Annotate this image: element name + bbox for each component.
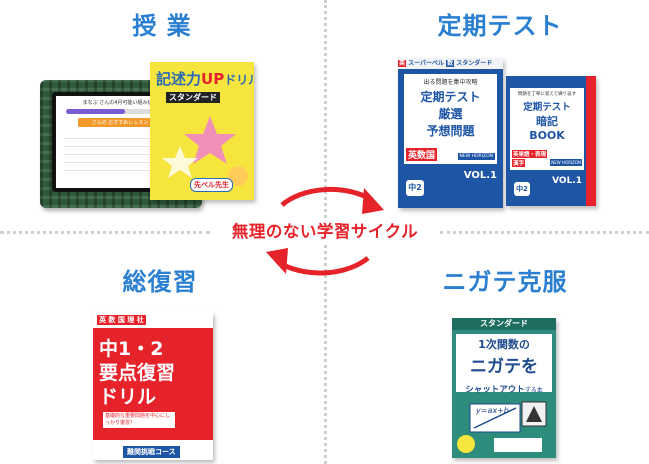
review-blurb: 基礎的な重要問題を中心にしっかり復習！ [103,412,175,428]
book2-title-3: BOOK [529,129,565,142]
book2-vol: VOL.1 [552,176,582,186]
book1-title-3: 予想問題 [426,124,475,138]
progress-bar [66,109,174,114]
test-book-yosou: 英 スーパーベル 数 スタンダード 出る問題を集中攻略 定期テスト 厳選 予想問… [398,58,503,208]
tablet-subheading: さんの おすすめレッスン [78,118,162,127]
book2-subjects-2: 漢字 [512,159,526,167]
section-title-weak: ニガテ克服 [442,268,568,296]
book1-edition: NEW HORIZON [457,153,495,160]
book2-title-2: 暗記 [536,115,558,128]
section-title-lesson: 授 業 [132,12,192,40]
drill-title-part2: UP [201,70,225,88]
horizontal-divider-right [440,231,649,234]
review-title-2: 要点復習 [99,362,176,384]
review-cover-block: 中1・2 要点復習 ドリル 基礎的な重要問題を中心にしっかり復習！ [93,328,213,440]
weak-title-2: ニガテを [470,357,538,377]
book2-subjects-1: 英単語・表現 [512,150,548,158]
book1-tagline: 出る問題を集中攻略 [423,79,478,86]
review-title-3: ドリル [99,386,157,408]
review-title-1: 中1・2 [99,338,164,360]
book1-panel: 出る問題を集中攻略 定期テスト 厳選 予想問題 英数国 NEW HORIZON [404,74,497,164]
drill-brand: スタンダード [166,92,220,103]
book2-tagline: 問題を丁寧に覚えて繰り返す [517,92,577,97]
book1-title-2: 厳選 [438,107,463,121]
weak-illustration [457,401,547,453]
drill-title-part3: ドリル [224,73,254,87]
section-title-test: 定期テスト [437,12,563,40]
book2-panel: 問題を丁寧に覚えて繰り返す 定期テスト 暗記 BOOK 英単語・表現 漢字 NE… [510,88,584,170]
weak-title-1: 1次関数の [478,338,530,351]
test-book-anki: 問題を丁寧に覚えて繰り返す 定期テスト 暗記 BOOK 英単語・表現 漢字 NE… [506,76,596,206]
weak-book: スタンダード 1次関数の ニガテを シャットアウトする本 y=ax+b [452,318,556,458]
weak-title-block: 1次関数の ニガテを シャットアウトする本 [456,334,552,395]
horizontal-divider-left [0,231,210,234]
drill-title-part1: 記述力 [156,70,202,88]
drill-badge: 先ベル先生 [190,178,233,192]
book1-subjects: 英数国 [406,148,438,161]
review-book: 英 数 国 理 社 中1・2 要点復習 ドリル 基礎的な重要問題を中心にしっかり… [93,312,213,460]
weak-title-4: する本 [524,387,543,394]
tablet-heading: まなぶ さんの4月可能い組み状況 [82,100,158,106]
weak-title-3: シャットアウト [465,385,525,395]
review-footer: 難関挑戦コース [123,446,180,458]
book1-vol: VOL.1 [463,170,497,181]
star-decoration [162,116,248,186]
section-title-review: 総復習 [122,268,198,296]
weak-formula: y=ax+b [476,406,509,415]
review-subjects: 英 数 国 理 社 [97,315,146,325]
weak-brand: スタンダード [452,318,556,330]
book1-grade: 中2 [406,180,424,196]
book2-edition: NEW HORIZON [550,159,582,166]
book2-grade: 中2 [514,182,530,196]
cycle-label: 無理のない学習サイクル [210,218,440,242]
book2-title-1: 定期テスト [523,102,571,113]
drill-book: 記述力UPドリル スタンダード 先ベル先生 [150,62,254,200]
book1-header: 英 スーパーベル 数 スタンダード [398,58,503,69]
book1-title-1: 定期テスト [420,90,481,104]
